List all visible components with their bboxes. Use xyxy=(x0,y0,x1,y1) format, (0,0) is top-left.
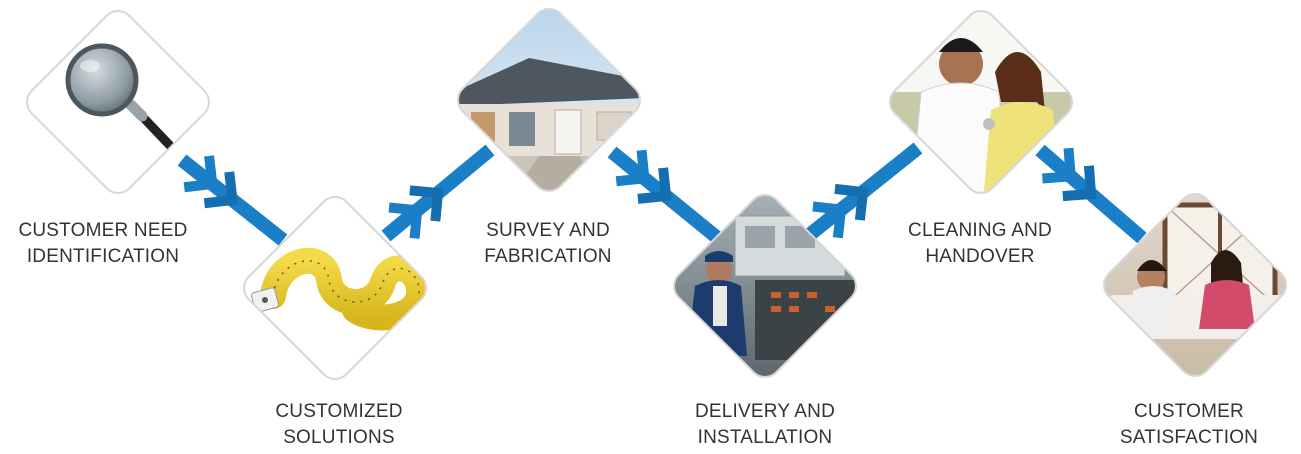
chevron-3-1-icon xyxy=(615,149,650,187)
measuring-tape-icon xyxy=(250,248,432,331)
step-4-label-line1: DELIVERY AND xyxy=(694,401,836,422)
step-3-label-line2: FABRICATION xyxy=(484,246,612,267)
step-6-label-line2: SATISFACTION xyxy=(1119,427,1259,448)
magnifying-glass-icon xyxy=(65,43,183,159)
couple-with-keys-icon xyxy=(883,4,1079,200)
step-5-tile xyxy=(883,4,1079,200)
step-1-label: CUSTOMER NEED IDENTIFICATION xyxy=(0,218,223,270)
step-3-tile xyxy=(451,2,647,198)
chevron-5-2-icon xyxy=(1062,165,1097,202)
step-5-label-line2: HANDOVER xyxy=(925,246,1035,267)
step-2-label-line1: CUSTOMIZED xyxy=(275,401,403,422)
step-6-label-line1: CUSTOMER xyxy=(1134,401,1244,422)
chevron-3-2-icon xyxy=(637,167,672,204)
step-5-label-line1: CLEANING AND xyxy=(908,220,1052,241)
chevron-5-1-icon xyxy=(1042,147,1076,184)
step-1-label-line1: CUSTOMER NEED xyxy=(18,220,188,241)
step-1-label-line2: IDENTIFICATION xyxy=(26,246,180,267)
chevron-1-2-icon xyxy=(203,171,239,209)
step-3-label-line1: SURVEY AND xyxy=(486,220,610,241)
chevron-4-1-icon xyxy=(812,201,847,239)
step-2-label-line2: SOLUTIONS xyxy=(283,427,395,448)
step-5-label: CLEANING AND HANDOVER xyxy=(860,218,1100,270)
family-at-window-icon xyxy=(1105,202,1293,339)
chevron-2-2-icon xyxy=(409,185,444,222)
step-4-label-line2: INSTALLATION xyxy=(697,427,833,448)
step-4-label: DELIVERY AND INSTALLATION xyxy=(645,399,885,451)
step-3-label: SURVEY AND FABRICATION xyxy=(428,218,668,270)
step-6-label: CUSTOMER SATISFACTION xyxy=(1069,399,1301,451)
chevron-2-1-icon xyxy=(388,202,423,239)
chevron-4-2-icon xyxy=(834,183,869,221)
step-2-label: CUSTOMIZED SOLUTIONS xyxy=(219,399,459,451)
chevron-1-1-icon xyxy=(183,155,218,193)
